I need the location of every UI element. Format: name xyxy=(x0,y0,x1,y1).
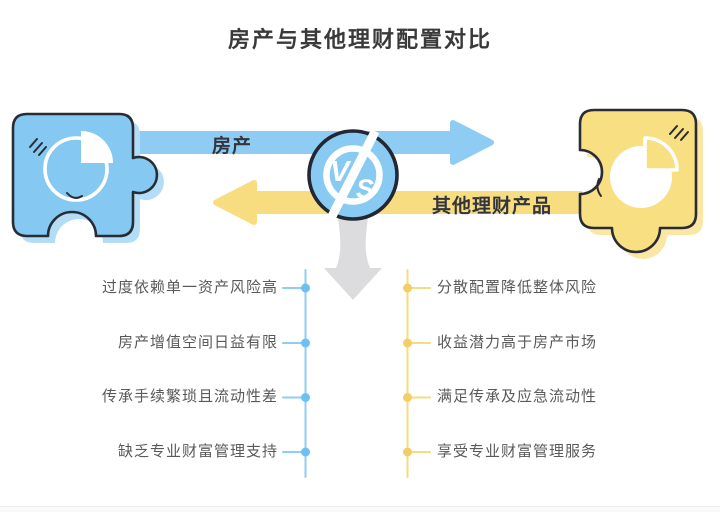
bottom-divider xyxy=(0,506,720,512)
puzzle-body xyxy=(11,112,159,238)
pie-chart-icon xyxy=(596,136,679,208)
right-connector-line xyxy=(406,269,431,478)
left-connector-dots xyxy=(301,283,310,457)
right-point-1: 分散配置降低整体风险 xyxy=(437,279,598,296)
right-point-4: 享受专业财富管理服务 xyxy=(437,443,598,460)
right-point-3: 满足传承及应急流动性 xyxy=(437,388,598,405)
real-estate-label: 房产 xyxy=(211,136,252,157)
left-point-4: 缺乏专业财富管理支持 xyxy=(117,443,278,460)
yellow-arrow-head xyxy=(213,180,257,225)
other-products-label: 其他理财产品 xyxy=(431,196,552,217)
puzzle-piece-pie-chart-icon-right xyxy=(578,108,703,259)
left-point-3: 传承手续繁琐且流动性差 xyxy=(101,388,278,405)
vs-letter-s: S xyxy=(356,174,374,204)
left-point-2: 房产增值空间日益有限 xyxy=(117,334,278,351)
right-point-2: 收益潜力高于房产市场 xyxy=(437,334,598,351)
blue-arrow-head xyxy=(450,120,494,165)
puzzle-piece-pie-chart-icon-left xyxy=(11,112,164,243)
pie-chart-icon xyxy=(43,131,113,202)
shine-icon xyxy=(669,125,689,141)
left-connector-line xyxy=(282,269,307,478)
down-arrow-icon xyxy=(324,212,382,300)
vs-badge-icon: V S xyxy=(307,129,399,221)
right-connector-dots xyxy=(403,283,412,457)
vs-letter-v: V xyxy=(330,156,352,188)
shine-icon xyxy=(29,138,47,156)
page-title: 房产与其他理财配置对比 xyxy=(227,27,492,52)
left-point-1: 过度依赖单一资产风险高 xyxy=(101,279,278,296)
